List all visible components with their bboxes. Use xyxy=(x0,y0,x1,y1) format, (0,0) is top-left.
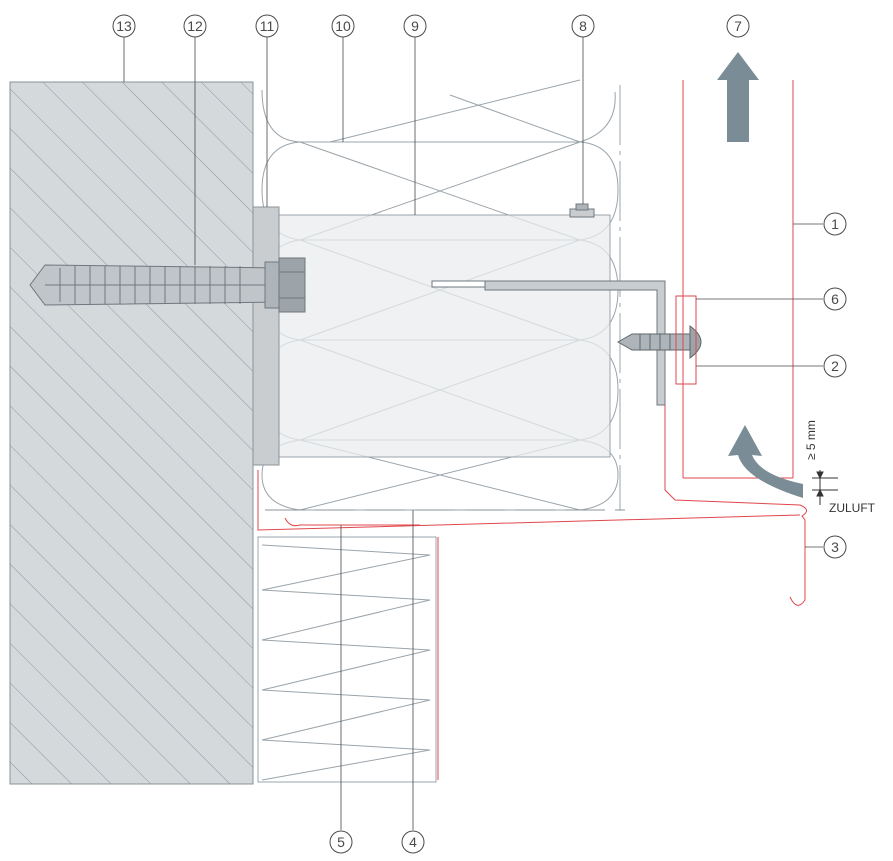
callout-10 xyxy=(331,14,355,38)
label-4: 4 xyxy=(409,834,417,850)
thermal-pad xyxy=(252,206,280,466)
callout-6 xyxy=(823,287,847,311)
exhaust-arrow xyxy=(717,52,759,142)
airflow-label: ZULUFT xyxy=(829,501,876,515)
label-1: 1 xyxy=(831,216,839,232)
dimension-label: ≥ 5 mm xyxy=(804,420,818,460)
leader-lines xyxy=(123,37,823,830)
bracket xyxy=(431,203,666,406)
label-12: 12 xyxy=(187,18,203,34)
cladding-lines xyxy=(257,80,807,780)
label-5: 5 xyxy=(337,834,345,850)
label-9: 9 xyxy=(411,18,419,34)
dimension-marker xyxy=(812,470,838,505)
callout-9 xyxy=(403,14,427,38)
label-10: 10 xyxy=(335,18,351,34)
label-13: 13 xyxy=(116,18,132,34)
insulation-lower xyxy=(257,536,437,783)
callouts xyxy=(112,14,847,854)
label-3: 3 xyxy=(831,539,839,555)
callout-5 xyxy=(329,830,353,854)
label-7: 7 xyxy=(734,18,742,34)
airflow-arrows xyxy=(717,52,803,498)
self-drilling-screw xyxy=(616,325,702,359)
callout-7 xyxy=(726,14,750,38)
callout-4 xyxy=(401,830,425,854)
wall-anchor xyxy=(29,257,306,313)
label-11: 11 xyxy=(260,18,275,34)
label-2: 2 xyxy=(831,358,839,374)
label-6: 6 xyxy=(831,291,839,307)
label-8: 8 xyxy=(579,18,587,34)
callout-1 xyxy=(823,212,847,236)
callout-8 xyxy=(571,14,595,38)
callout-13 xyxy=(112,14,136,38)
insulation-block xyxy=(277,214,611,458)
callout-3 xyxy=(823,535,847,559)
callout-11 xyxy=(255,14,279,38)
masonry-wall xyxy=(9,81,254,785)
callout-2 xyxy=(823,354,847,378)
callout-12 xyxy=(183,14,207,38)
supply-arrow xyxy=(728,425,803,498)
